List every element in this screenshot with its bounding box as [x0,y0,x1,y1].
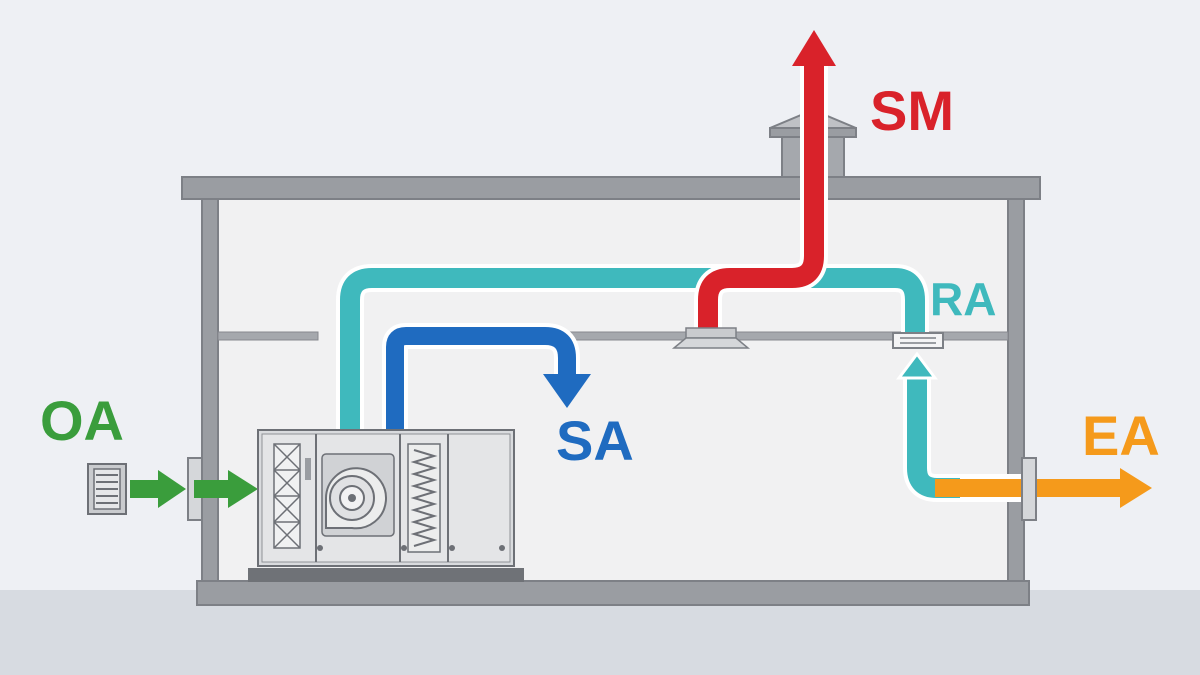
ea-arrowhead [1120,468,1152,508]
sm-duct [698,62,824,330]
label-ea: EA [1082,404,1160,467]
sa-duct [386,327,576,430]
left-wall [201,198,219,582]
label-ra: RA [930,273,996,325]
outdoor-louver-icon [87,463,127,515]
filter-icon [273,443,301,549]
ceiling-left [217,331,319,341]
air-handling-unit-icon [248,429,524,582]
return-grille-icon [892,332,944,349]
label-sa: SA [556,409,634,472]
ceiling-diffuser-icon [671,327,751,349]
label-sm: SM [870,79,954,142]
oa-arrows [130,470,258,508]
ra-arrowhead [896,351,938,380]
sa-arrowhead [543,374,591,408]
floor-slab [196,580,1030,606]
fan-icon [321,453,395,537]
ra-duct-fill [340,268,925,430]
wall-damper-icon [1021,457,1037,521]
roof-slab [181,176,1041,200]
label-oa: OA [40,389,124,452]
right-wall [1007,198,1025,582]
coil-icon [407,443,441,553]
sm-arrowhead [792,30,836,66]
